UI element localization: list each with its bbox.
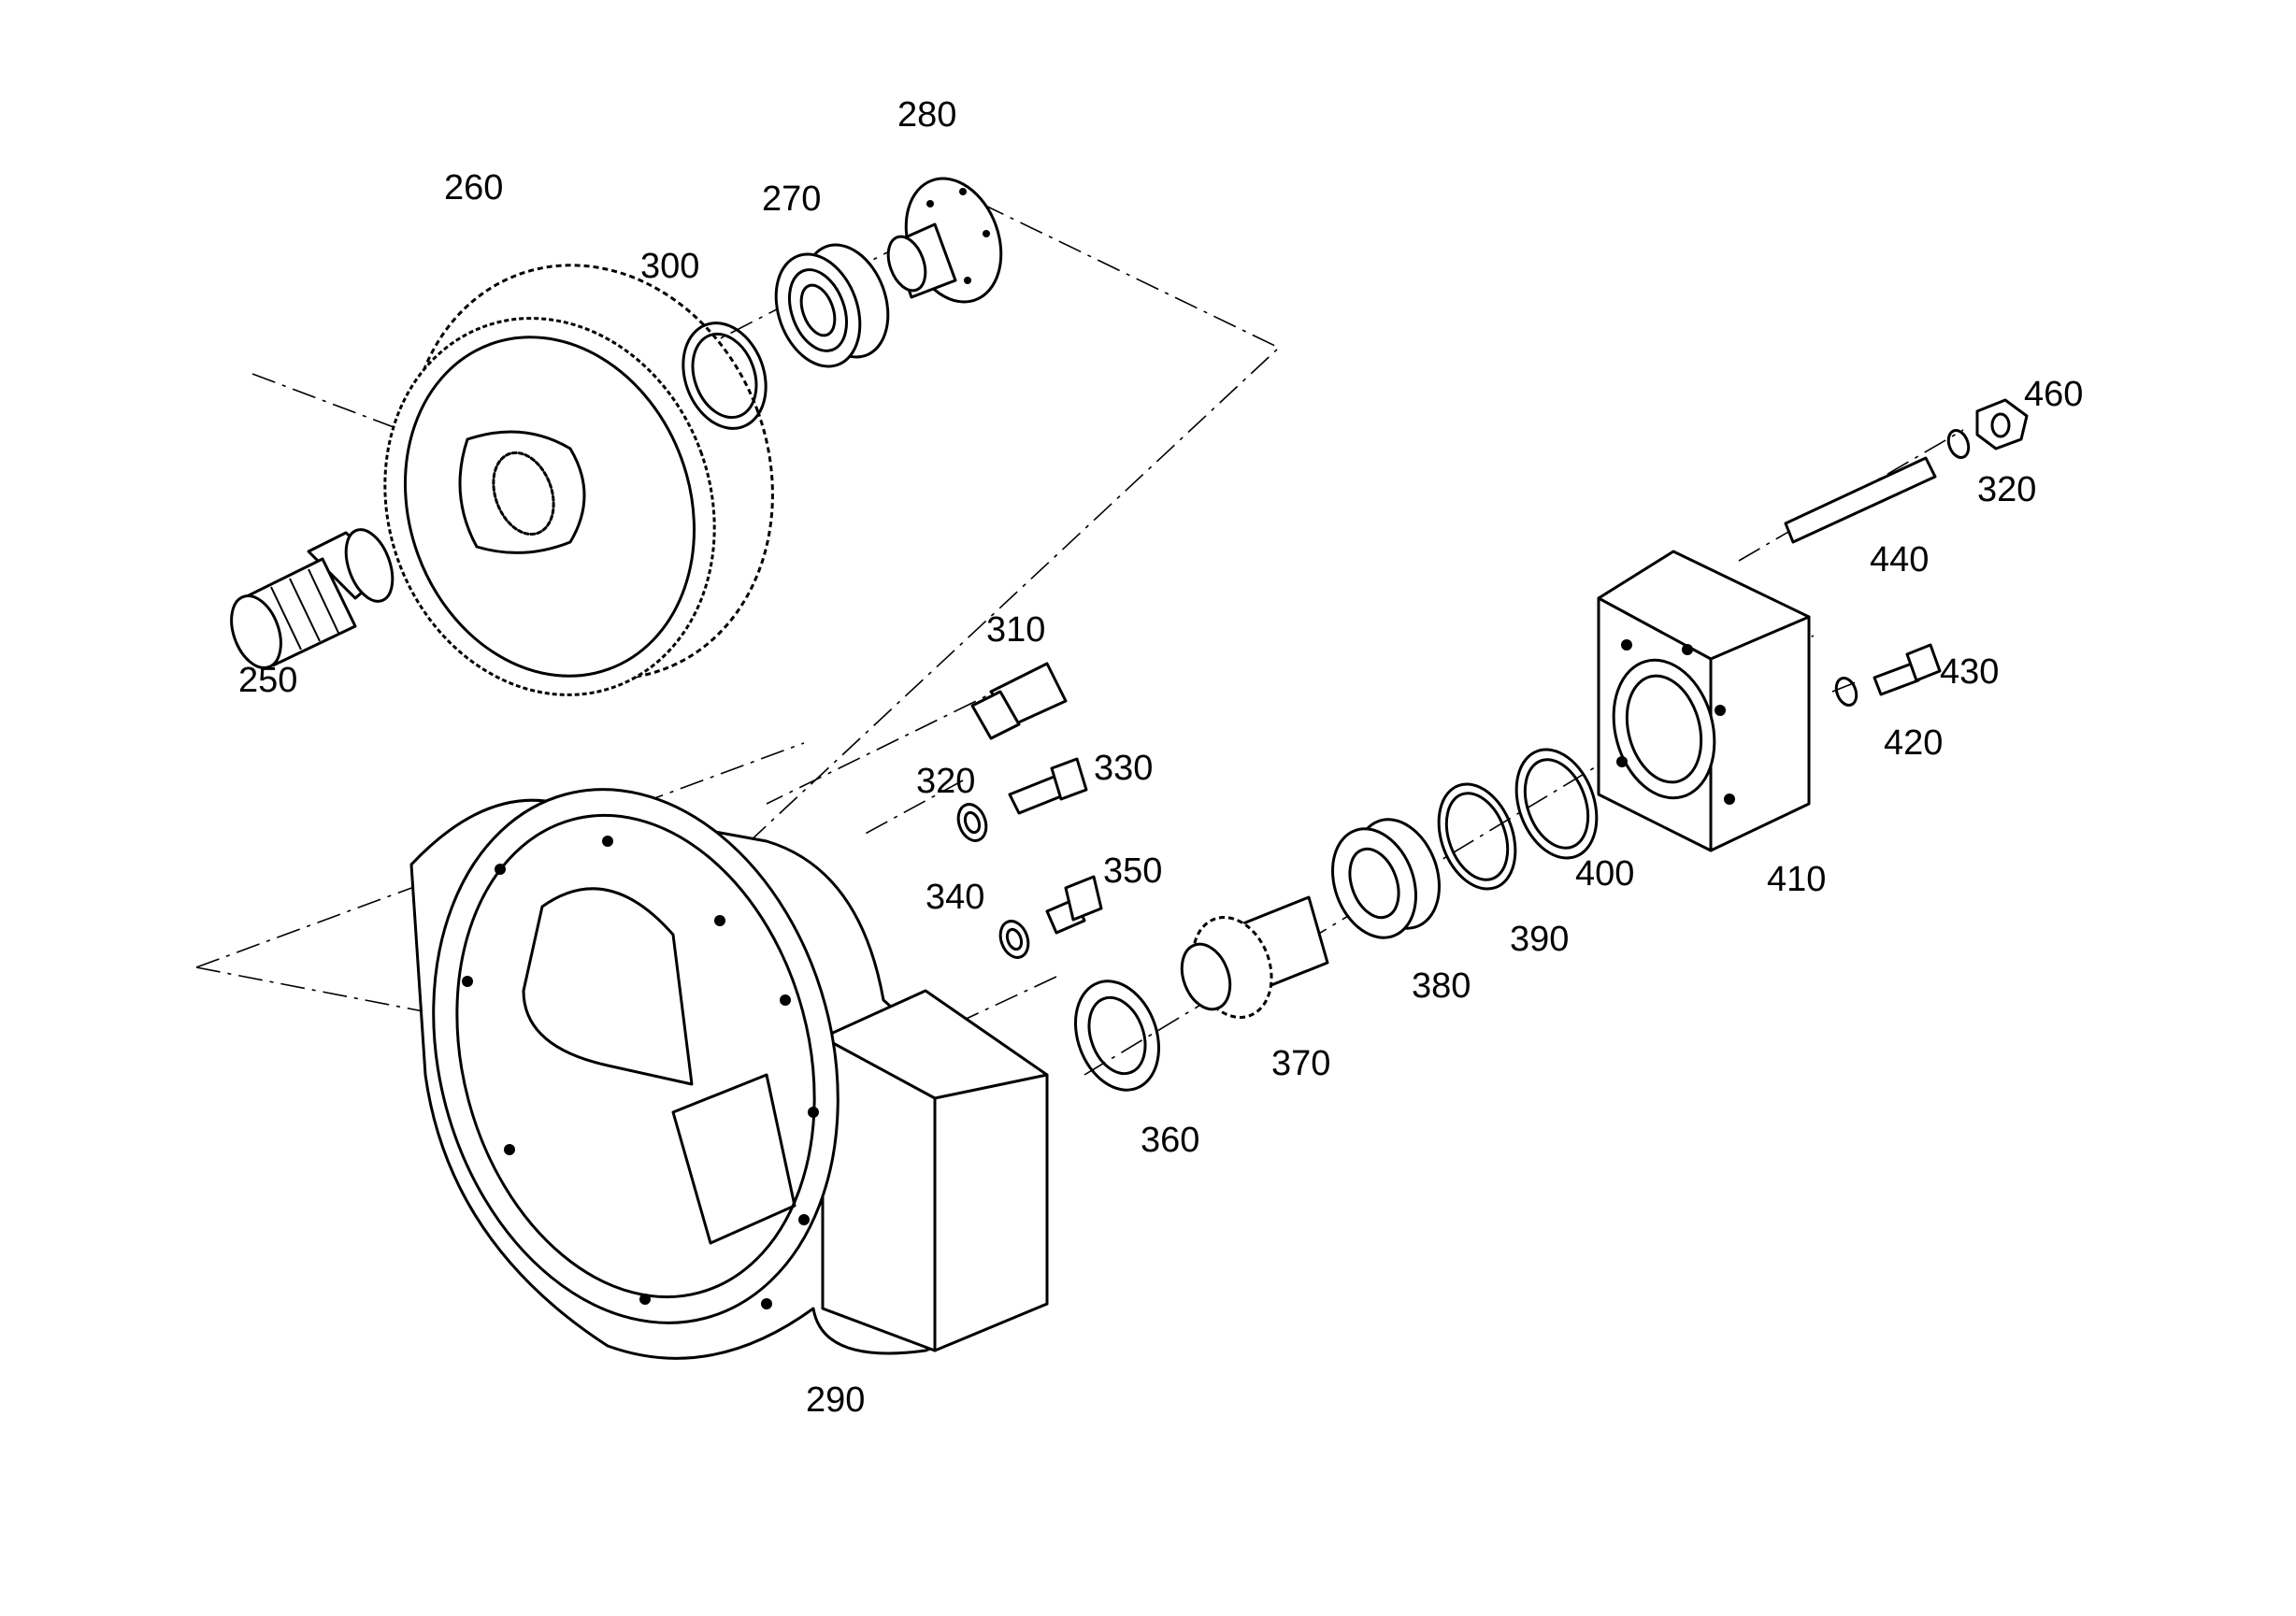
- label-380: 380: [1412, 966, 1471, 1006]
- label-460: 460: [2024, 375, 2083, 414]
- label-260: 260: [444, 168, 503, 207]
- part-370-pinion: [1180, 895, 1329, 1019]
- label-390: 390: [1510, 920, 1569, 959]
- part-340-washer: [998, 920, 1030, 959]
- part-350-screw-plug: [1045, 875, 1103, 935]
- part-380-roller-bearing: [1331, 818, 1441, 939]
- part-460-hex-nut: [1975, 398, 2029, 450]
- label-410: 410: [1767, 860, 1826, 899]
- part-300-shim-ring: [682, 322, 768, 430]
- part-410-cover-block: [1597, 550, 1811, 852]
- part-260-spur-gear: [383, 264, 774, 696]
- label-430: 430: [1940, 652, 1999, 692]
- part-400-shim-ring: [1514, 748, 1599, 860]
- label-440: 440: [1870, 540, 1929, 579]
- label-290: 290: [806, 1380, 865, 1420]
- part-390-shim-ring: [1437, 782, 1517, 891]
- label-400: 400: [1575, 854, 1634, 894]
- label-340: 340: [926, 878, 984, 917]
- part-number-labels: 280 260 270 300 460 320 440 310 430 250 …: [238, 95, 2083, 1420]
- part-420-washer: [1834, 676, 1858, 708]
- part-310-plug: [970, 662, 1068, 740]
- part-320-washer-right: [1946, 428, 1971, 460]
- part-270-ball-bearing: [774, 243, 890, 368]
- label-320: 320: [1977, 470, 2036, 509]
- label-310: 310: [986, 610, 1045, 650]
- part-330-screw-plug: [1008, 757, 1088, 815]
- label-370: 370: [1271, 1044, 1330, 1083]
- label-320: 320: [916, 762, 975, 801]
- label-360: 360: [1141, 1121, 1199, 1160]
- part-250-pinion-shaft: [230, 528, 395, 669]
- label-300: 300: [640, 247, 699, 286]
- label-330: 330: [1094, 749, 1153, 788]
- part-360-shaft-seal: [1074, 980, 1160, 1092]
- label-250: 250: [238, 661, 297, 700]
- part-280-flange-cover: [886, 177, 1003, 304]
- part-320-washer: [956, 803, 988, 842]
- part-290-housing: [409, 788, 1049, 1360]
- label-280: 280: [897, 95, 956, 135]
- part-430-cap-screw: [1873, 643, 1942, 696]
- part-440-stud: [1784, 456, 1937, 544]
- label-270: 270: [762, 179, 821, 219]
- label-420: 420: [1884, 723, 1943, 763]
- label-350: 350: [1103, 851, 1162, 891]
